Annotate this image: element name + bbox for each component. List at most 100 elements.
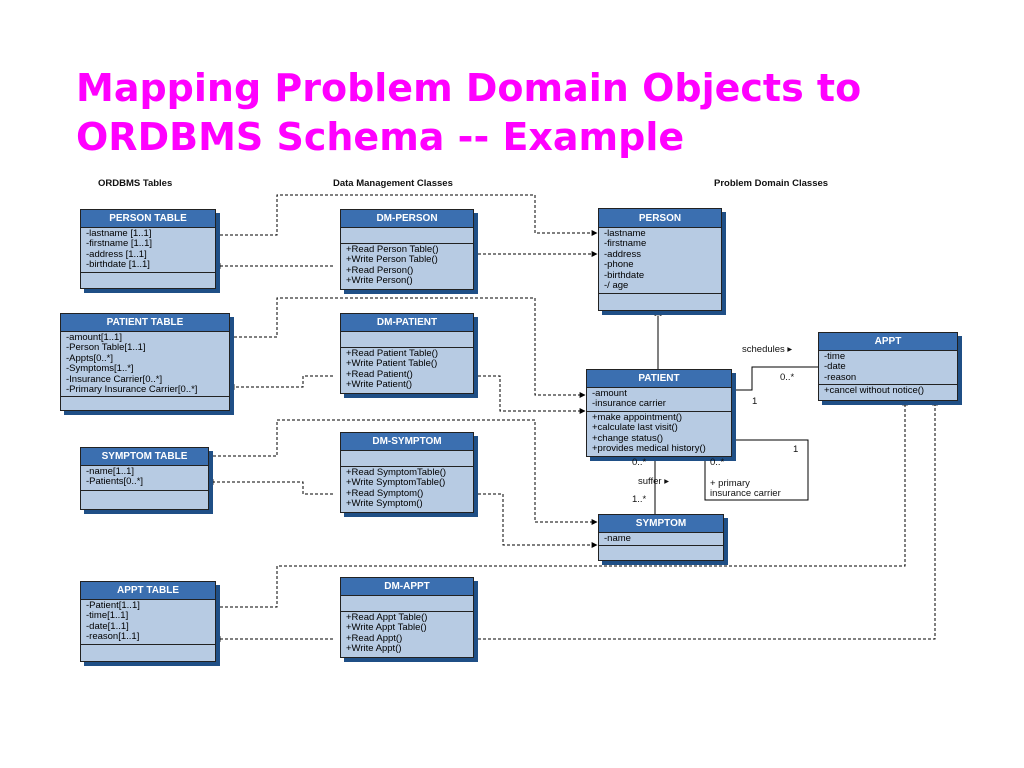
attribute: -firstname [1..1] (86, 238, 152, 250)
patient-box: PATIENT -amount -insurance carrier +make… (586, 369, 732, 457)
attribute: -date[1..1] (86, 620, 129, 632)
appt-table-methods (81, 645, 215, 661)
dm-patient-methods: +Read Patient Table() +Write Patient Tab… (341, 348, 473, 393)
dep-appt-table-to-appt (215, 399, 908, 608)
dm-symptom-box: DM-SYMPTOM +Read SymptomTable() +Write S… (340, 432, 474, 513)
dep-person-table-to-person (215, 194, 598, 236)
dep-dmappt-to-appt (473, 399, 938, 640)
symptom-table-methods (81, 491, 208, 509)
attribute: -Insurance Carrier[0..*] (66, 373, 163, 385)
dm-symptom-name: DM-SYMPTOM (341, 433, 473, 451)
attribute: -birthdate [1..1] (86, 259, 150, 271)
primary-label: + primary (710, 478, 750, 489)
attribute: -Appts[0..*] (66, 352, 113, 364)
method: +Read Patient Table() (346, 348, 438, 359)
patient-table-methods (61, 397, 229, 410)
person-attributes: -lastname -firstname -address -phone -bi… (599, 228, 721, 294)
method: +Write Patient Table() (346, 358, 438, 370)
method: +Write Patient() (346, 379, 413, 391)
attribute: -Primary Insurance Carrier[0..*] (66, 384, 198, 396)
attribute: -name (604, 533, 631, 544)
attribute: -time[1..1] (86, 610, 129, 622)
person-box: PERSON -lastname -firstname -address -ph… (598, 208, 722, 311)
assoc-patient-appt (731, 366, 818, 391)
attribute: -name[1..1] (86, 466, 135, 477)
assoc-primary-insurance (704, 439, 809, 501)
appt-name: APPT (819, 333, 957, 351)
attribute: -/ age (604, 280, 629, 292)
method: +cancel without notice() (824, 385, 925, 396)
attribute: -address (604, 248, 641, 260)
dm-patient-attributes (341, 332, 473, 348)
attribute: -birthdate (604, 269, 645, 281)
method: +Write Person() (346, 275, 413, 287)
appt-table-name: APPT TABLE (81, 582, 215, 600)
dm-appt-name: DM-APPT (341, 578, 473, 596)
method: +calculate last visit() (592, 422, 678, 434)
appt-box: APPT -time -date -reason +cancel without… (818, 332, 958, 401)
dm-symptom-methods: +Read SymptomTable() +Write SymptomTable… (341, 467, 473, 512)
patient-table-box: PATIENT TABLE -amount[1..1] -Person Tabl… (60, 313, 230, 411)
column-heading-tables: ORDBMS Tables (98, 178, 173, 189)
dm-person-name: DM-PERSON (341, 210, 473, 228)
attribute: -reason (824, 371, 857, 383)
attribute: -lastname [1..1] (86, 228, 152, 239)
method: +Write Symptom() (346, 498, 423, 510)
patient-attributes: -amount -insurance carrier (587, 388, 731, 412)
attribute: -Patient[1..1] (86, 600, 140, 611)
method: +Read Symptom() (346, 487, 424, 499)
attribute: -phone (604, 259, 634, 271)
attribute: -Person Table[1..1] (66, 342, 146, 354)
attribute: -date (824, 361, 846, 373)
insurance-multiplicity: 0..* (710, 457, 725, 468)
person-table-methods (81, 273, 215, 288)
method: +Read Patient() (346, 368, 413, 380)
insurance-carrier-label: insurance carrier (710, 488, 781, 499)
attribute: -reason[1..1] (86, 631, 140, 643)
symptom-attributes: -name (599, 533, 723, 546)
attribute: -time (824, 351, 846, 362)
method: +make appointment() (592, 412, 683, 423)
person-methods (599, 294, 721, 310)
symptom-table-name: SYMPTOM TABLE (81, 448, 208, 466)
symptom-table-box: SYMPTOM TABLE -name[1..1] -Patients[0..*… (80, 447, 209, 510)
dm-person-box: DM-PERSON +Read Person Table() +Write Pe… (340, 209, 474, 290)
suffer-label: suffer ▸ (638, 476, 669, 487)
method: +Read Person() (346, 264, 414, 276)
patient-table-name: PATIENT TABLE (61, 314, 229, 332)
dep-patient-table-to-patient (229, 297, 586, 398)
symptom-multiplicity: 1..* (632, 494, 647, 505)
dm-appt-methods: +Read Appt Table() +Write Appt Table() +… (341, 612, 473, 657)
appt-table-attributes: -Patient[1..1] -time[1..1] -date[1..1] -… (81, 600, 215, 645)
person-table-name: PERSON TABLE (81, 210, 215, 228)
method: +provides medical history() (592, 443, 706, 455)
attribute: -Symptoms[1..*] (66, 363, 134, 375)
attribute: -amount[1..1] (66, 332, 122, 343)
person-table-attributes: -lastname [1..1] -firstname [1..1] -addr… (81, 228, 215, 273)
dep-dmpatient-to-patienttable (228, 375, 333, 390)
symptom-name: SYMPTOM (599, 515, 723, 533)
title-line-2: ORDBMS Schema -- Example (76, 115, 685, 159)
attribute: -insurance carrier (592, 398, 666, 410)
dm-person-attributes (341, 228, 473, 244)
dm-patient-box: DM-PATIENT +Read Patient Table() +Write … (340, 313, 474, 394)
appt-attributes: -time -date -reason (819, 351, 957, 385)
method: +Read SymptomTable() (346, 467, 447, 478)
symptom-box: SYMPTOM -name (598, 514, 724, 561)
attribute: -amount (592, 388, 627, 399)
method: +Write Appt() (346, 643, 402, 655)
column-heading-data-management: Data Management Classes (333, 178, 453, 189)
dm-patient-name: DM-PATIENT (341, 314, 473, 332)
self-association-multiplicity: 1 (793, 444, 799, 455)
patient-table-attributes: -amount[1..1] -Person Table[1..1] -Appts… (61, 332, 229, 397)
method: +change status() (592, 432, 664, 444)
patient-methods: +make appointment() +calculate last visi… (587, 412, 731, 456)
dep-symptom-table-to-symptom (208, 419, 598, 525)
column-heading-problem-domain: Problem Domain Classes (714, 178, 829, 189)
page-title: Mapping Problem Domain Objects to ORDBMS… (76, 64, 976, 162)
patient-symptom-multiplicity: 0..* (632, 457, 647, 468)
dm-appt-box: DM-APPT +Read Appt Table() +Write Appt T… (340, 577, 474, 658)
appt-methods: +cancel without notice() (819, 385, 957, 400)
title-line-1: Mapping Problem Domain Objects to (76, 66, 862, 110)
